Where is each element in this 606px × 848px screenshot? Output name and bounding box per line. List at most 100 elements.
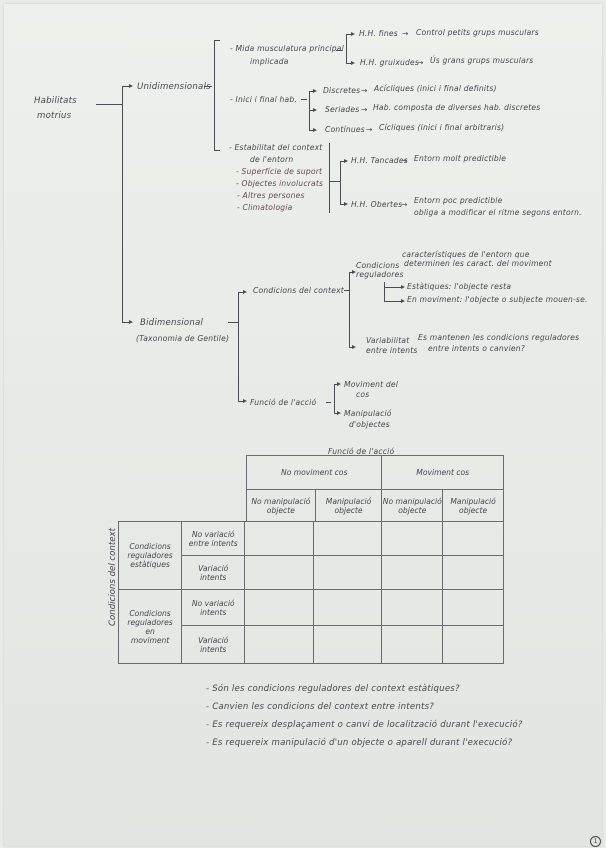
regulating-note-line1: característiques de l'entorn que bbox=[402, 250, 530, 259]
muscle-bracket bbox=[346, 34, 347, 64]
root-label-line1: Habilitats bbox=[34, 96, 77, 106]
gruixudes-arrow: → bbox=[417, 58, 424, 67]
question-3: - Es requereix desplaçament o canvi de l… bbox=[206, 720, 523, 730]
fines-arrow: → bbox=[402, 29, 409, 38]
arrow-unidimensional bbox=[122, 84, 133, 88]
root-connector bbox=[96, 104, 122, 105]
question-1: - Són les condicions reguladores del con… bbox=[206, 684, 460, 694]
bidimensional-connector bbox=[228, 322, 238, 323]
obertes-arrow: → bbox=[401, 200, 408, 209]
tancades-arrow: → bbox=[401, 156, 408, 165]
seriades-desc: Hab. composta de diverses hab. discretes bbox=[373, 103, 541, 112]
stability-subpoint: - Altres persones bbox=[237, 191, 305, 200]
arrow-bidimensional bbox=[122, 320, 133, 324]
stability-bracket bbox=[340, 161, 341, 205]
discretes-arrow: → bbox=[361, 86, 368, 95]
table-title: Funció de l'acció bbox=[328, 447, 395, 456]
arrow-estatiques bbox=[384, 285, 405, 289]
fines-label: H.H. fines bbox=[359, 29, 398, 38]
context-connector bbox=[344, 290, 349, 291]
stability-subpoint: - Objectes involucrats bbox=[236, 179, 324, 188]
stability-label-line1: - Estabilitat del context bbox=[229, 143, 323, 152]
unidimensional-label: Unidimensionals bbox=[137, 82, 211, 92]
table-cell bbox=[244, 521, 315, 556]
tancades-label: H.H. Tancades bbox=[351, 156, 408, 165]
bidimensional-sublabel: (Taxonomia de Gentile) bbox=[136, 334, 230, 343]
action-label: Funció de l'acció bbox=[250, 398, 317, 407]
seriades-label: Seriades bbox=[325, 105, 360, 114]
gruixudes-label: H.H. gruixudes bbox=[360, 58, 420, 67]
arrow-gruixudes bbox=[346, 61, 355, 65]
unidimensional-bracket bbox=[214, 40, 215, 150]
arrow-fines bbox=[346, 32, 355, 36]
table-cell bbox=[441, 625, 505, 664]
table-cell bbox=[313, 589, 382, 626]
discretes-label: Discretes bbox=[323, 86, 361, 95]
bidimensional-label: Bidimensional bbox=[140, 318, 204, 328]
table-cell bbox=[441, 521, 505, 556]
start-end-bracket bbox=[309, 91, 310, 131]
col-group-no-moviment: No moviment cos bbox=[245, 455, 383, 490]
body-line1: Moviment del bbox=[344, 380, 399, 389]
arrow-variability bbox=[349, 345, 356, 349]
continues-desc: Cícliques (inici i final arbitraris) bbox=[379, 123, 505, 132]
action-connector bbox=[326, 402, 331, 403]
muscle-connector bbox=[336, 50, 342, 51]
table-cell bbox=[244, 555, 315, 590]
discretes-desc: Acícliques (inici i final definits) bbox=[374, 84, 497, 93]
unidimensional-connector bbox=[204, 86, 212, 87]
gruixudes-desc: Ús grans grups musculars bbox=[430, 56, 534, 65]
start-end-label: - Inici i final hab. bbox=[230, 95, 298, 104]
arrow-moviment bbox=[384, 299, 405, 303]
bidimensional-bracket bbox=[238, 292, 239, 402]
arrow-regulating bbox=[349, 270, 356, 274]
variability-note-line2: entre intents o canvien? bbox=[428, 344, 526, 353]
regulating-bracket bbox=[384, 282, 385, 302]
stability-label-line2: de l'entorn bbox=[250, 155, 294, 164]
variability-note-line1: Es mantenen les condicions reguladores bbox=[418, 333, 580, 342]
arrow-obertes bbox=[340, 202, 348, 206]
stability-brace bbox=[329, 143, 330, 213]
notebook-page: Habilitats motrius Unidimensionals - Mid… bbox=[4, 4, 602, 847]
regulating-label-line2: reguladores bbox=[356, 270, 404, 279]
obertes-desc-line1: Entorn poc predictible bbox=[414, 196, 503, 205]
table-cell bbox=[313, 625, 382, 664]
table-row-axis-label: Condicions del context bbox=[108, 528, 118, 626]
stability-connector bbox=[329, 181, 340, 182]
action-bracket bbox=[334, 384, 335, 414]
table-cell bbox=[380, 625, 443, 664]
body-line2: cos bbox=[356, 390, 370, 399]
root-label-line2: motrius bbox=[37, 111, 72, 121]
table-cell bbox=[313, 521, 382, 556]
start-end-connector bbox=[301, 99, 307, 100]
estatiques-label: Estàtiques: l'objecte resta bbox=[407, 282, 512, 291]
table-cell bbox=[380, 521, 443, 556]
obertes-desc-line2: obliga a modificar el ritme segons entor… bbox=[414, 208, 582, 217]
stability-subpoint: - Climatologia bbox=[237, 203, 293, 212]
muscle-label-line2: implicada bbox=[250, 57, 289, 66]
arrow-object bbox=[334, 411, 341, 415]
context-bracket bbox=[349, 272, 350, 348]
question-4: - Es requereix manipulació d'un objecte … bbox=[206, 738, 513, 748]
arrow-context bbox=[238, 290, 247, 294]
moviment-label: En moviment: l'objecte o subjecte mouen-… bbox=[407, 295, 588, 304]
table-cell bbox=[380, 589, 443, 626]
continues-label: Contínues bbox=[325, 125, 365, 134]
table-cell bbox=[380, 555, 443, 590]
table-cell bbox=[244, 625, 315, 664]
bracket-tick bbox=[214, 40, 220, 41]
table-header: No moviment cos Moviment cos No manipula… bbox=[245, 455, 504, 522]
root-bracket bbox=[122, 86, 123, 323]
bracket-tick bbox=[214, 150, 220, 151]
object-line1: Manipulació bbox=[344, 409, 392, 418]
variability-label-line2: entre intents bbox=[366, 346, 418, 355]
arrow-action bbox=[238, 399, 247, 403]
